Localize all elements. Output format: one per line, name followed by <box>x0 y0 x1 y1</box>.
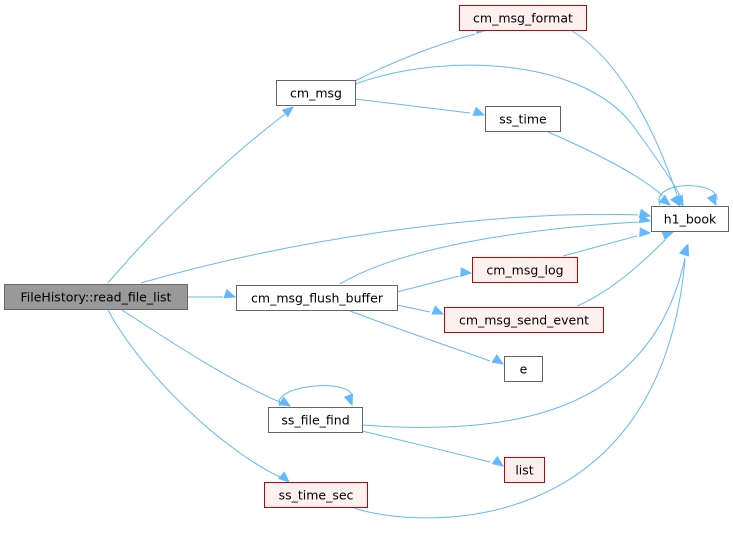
node-read-file-list[interactable]: FileHistory::read_file_list <box>4 284 188 310</box>
node-ss-time[interactable]: ss_time <box>485 106 561 132</box>
edge-arrowhead <box>639 227 652 238</box>
edge-arrowhead <box>223 288 237 299</box>
node-e[interactable]: e <box>504 356 543 382</box>
edge-arrowhead <box>638 213 652 224</box>
edge-line <box>571 30 678 196</box>
edge-line <box>361 257 686 428</box>
node-box <box>264 482 368 508</box>
node-box <box>504 457 545 483</box>
edge-ss_file_find-to-list <box>361 430 505 467</box>
edge-line <box>121 309 283 404</box>
node-box <box>444 307 604 333</box>
edge-line <box>107 111 289 284</box>
edge-read_file_list-to-ss_file_find <box>121 309 292 407</box>
node-label: cm_msg_flush_buffer <box>251 291 384 306</box>
edge-line <box>354 98 471 114</box>
node-label: cm_msg <box>290 86 342 101</box>
edge-read_file_list-to-cm_msg_flush_buffer <box>188 288 237 299</box>
edge-ss_time_sec-to-h1_book <box>353 243 690 519</box>
node-label: e <box>520 362 528 377</box>
edge-line <box>353 259 686 519</box>
edge-line <box>107 309 283 479</box>
node-label: FileHistory::read_file_list <box>21 290 172 305</box>
node-label: cm_msg_format <box>473 11 573 26</box>
edge-line <box>361 430 491 463</box>
edge-arrowhead <box>706 193 717 207</box>
edge-arrowhead <box>679 243 690 257</box>
edge-cm_msg-to-ss_time <box>354 98 486 116</box>
edge-arrowhead <box>670 194 681 208</box>
node-cm-msg-log[interactable]: cm_msg_log <box>472 257 578 283</box>
node-h1-book[interactable]: h1_book <box>651 206 729 232</box>
edge-line <box>396 304 431 313</box>
edge-arrowhead <box>491 354 505 365</box>
edge-arrowhead <box>661 230 675 241</box>
edge-arrowhead <box>472 106 486 116</box>
edge-read_file_list-to-ss_time_sec <box>107 309 290 483</box>
edge-ss_time-to-h1_book <box>547 131 672 206</box>
edge-line <box>339 221 639 285</box>
node-box <box>4 284 188 310</box>
node-label: ss_time_sec <box>279 488 354 503</box>
node-list[interactable]: list <box>504 457 545 483</box>
edge-arrowhead <box>491 455 505 467</box>
node-cm-msg[interactable]: cm_msg <box>276 80 356 106</box>
node-box <box>276 80 356 106</box>
edge-cm_msg_flush_buffer-to-cm_msg_send_event <box>396 304 445 315</box>
edge-arrowhead <box>281 106 295 118</box>
edge-line <box>278 385 353 407</box>
node-box <box>504 356 543 382</box>
node-label: cm_msg_log <box>486 263 563 278</box>
node-ss-time-sec[interactable]: ss_time_sec <box>264 482 368 508</box>
edge-line <box>354 33 476 82</box>
edge-arrowhead <box>278 396 292 407</box>
edge-line <box>349 310 491 362</box>
edge-cm_msg_flush_buffer-to-h1_book <box>339 213 652 285</box>
node-box <box>268 407 363 433</box>
node-box <box>651 206 729 232</box>
node-cm-msg-format[interactable]: cm_msg_format <box>459 5 587 31</box>
node-label: ss_file_find <box>281 413 349 428</box>
node-box <box>485 106 561 132</box>
edge-arrowhead <box>277 471 290 483</box>
edge-line <box>396 275 460 293</box>
edge-arrowhead <box>658 194 672 206</box>
nodes-layer: FileHistory::read_file_listcm_msgcm_msg_… <box>4 5 729 508</box>
node-label: ss_time <box>499 112 547 127</box>
node-box <box>459 5 587 31</box>
node-label: h1_book <box>664 212 717 227</box>
node-cm-msg-send-event[interactable]: cm_msg_send_event <box>444 307 604 333</box>
edge-line <box>576 239 666 307</box>
edge-read_file_list-to-cm_msg <box>107 106 295 284</box>
node-ss-file-find[interactable]: ss_file_find <box>268 407 363 433</box>
edge-cm_msg_format-to-h1_book <box>571 30 681 208</box>
edge-line <box>354 64 681 197</box>
edge-cm_msg-to-h1_book <box>354 64 684 208</box>
edge-arrowhead <box>431 305 445 315</box>
edge-line <box>562 235 638 257</box>
edge-cm_msg_flush_buffer-to-e <box>349 310 505 365</box>
edge-line <box>547 131 664 197</box>
edge-h1_book-to-h1_book <box>658 185 718 207</box>
edge-arrowhead <box>460 267 473 278</box>
edge-arrowhead <box>343 393 354 407</box>
edge-line <box>140 213 639 284</box>
node-box <box>236 285 398 311</box>
edges-layer <box>107 24 718 519</box>
node-label: cm_msg_send_event <box>459 313 589 328</box>
node-box <box>472 257 578 283</box>
node-cm-msg-flush-buffer[interactable]: cm_msg_flush_buffer <box>236 285 398 311</box>
edge-cm_msg_send_event-to-h1_book <box>576 230 675 307</box>
edge-cm_msg_log-to-h1_book <box>562 227 652 257</box>
edge-cm_msg-to-cm_msg_format <box>354 24 489 82</box>
node-label: list <box>515 463 533 478</box>
edge-cm_msg_flush_buffer-to-cm_msg_log <box>396 267 473 293</box>
edge-ss_file_find-to-ss_file_find <box>278 385 354 407</box>
